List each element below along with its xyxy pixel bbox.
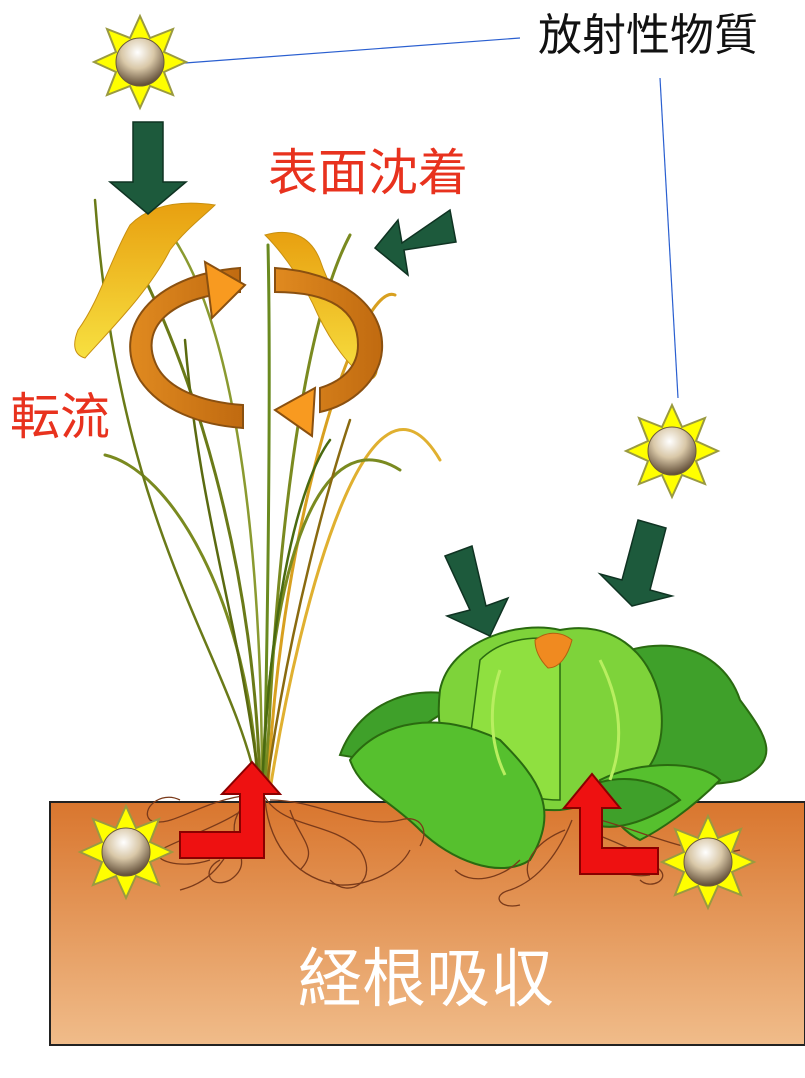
radioactive-material-label: 放射性物質 [538,10,758,61]
leader-lines [184,37,679,399]
rice-leaf-left [74,202,217,359]
particle-star-sphere-icon [93,15,187,109]
particle-star-sphere-icon [625,404,719,498]
translocation-circular-arrow-icon [129,260,384,438]
surface-deposition-label: 表面沈着 [268,144,468,202]
root-absorption-label: 経根吸収 [298,943,554,1017]
translocation-label: 転流 [10,388,110,446]
deposit-arrow-down-icon [107,121,189,215]
particle-star-sphere-icon [79,805,173,899]
rice-plant [93,198,442,792]
uptake-arrow-bend-up-icon [179,760,283,859]
particle-star-sphere-icon [661,815,755,909]
uptake-arrow-bend-up-icon [561,772,659,875]
uptake-arrows [179,760,659,875]
deposit-arrow-down-icon [373,208,457,277]
deposit-arrows [107,121,675,637]
deposit-arrow-down-icon [597,519,675,607]
deposit-arrow-down-icon [443,545,510,637]
